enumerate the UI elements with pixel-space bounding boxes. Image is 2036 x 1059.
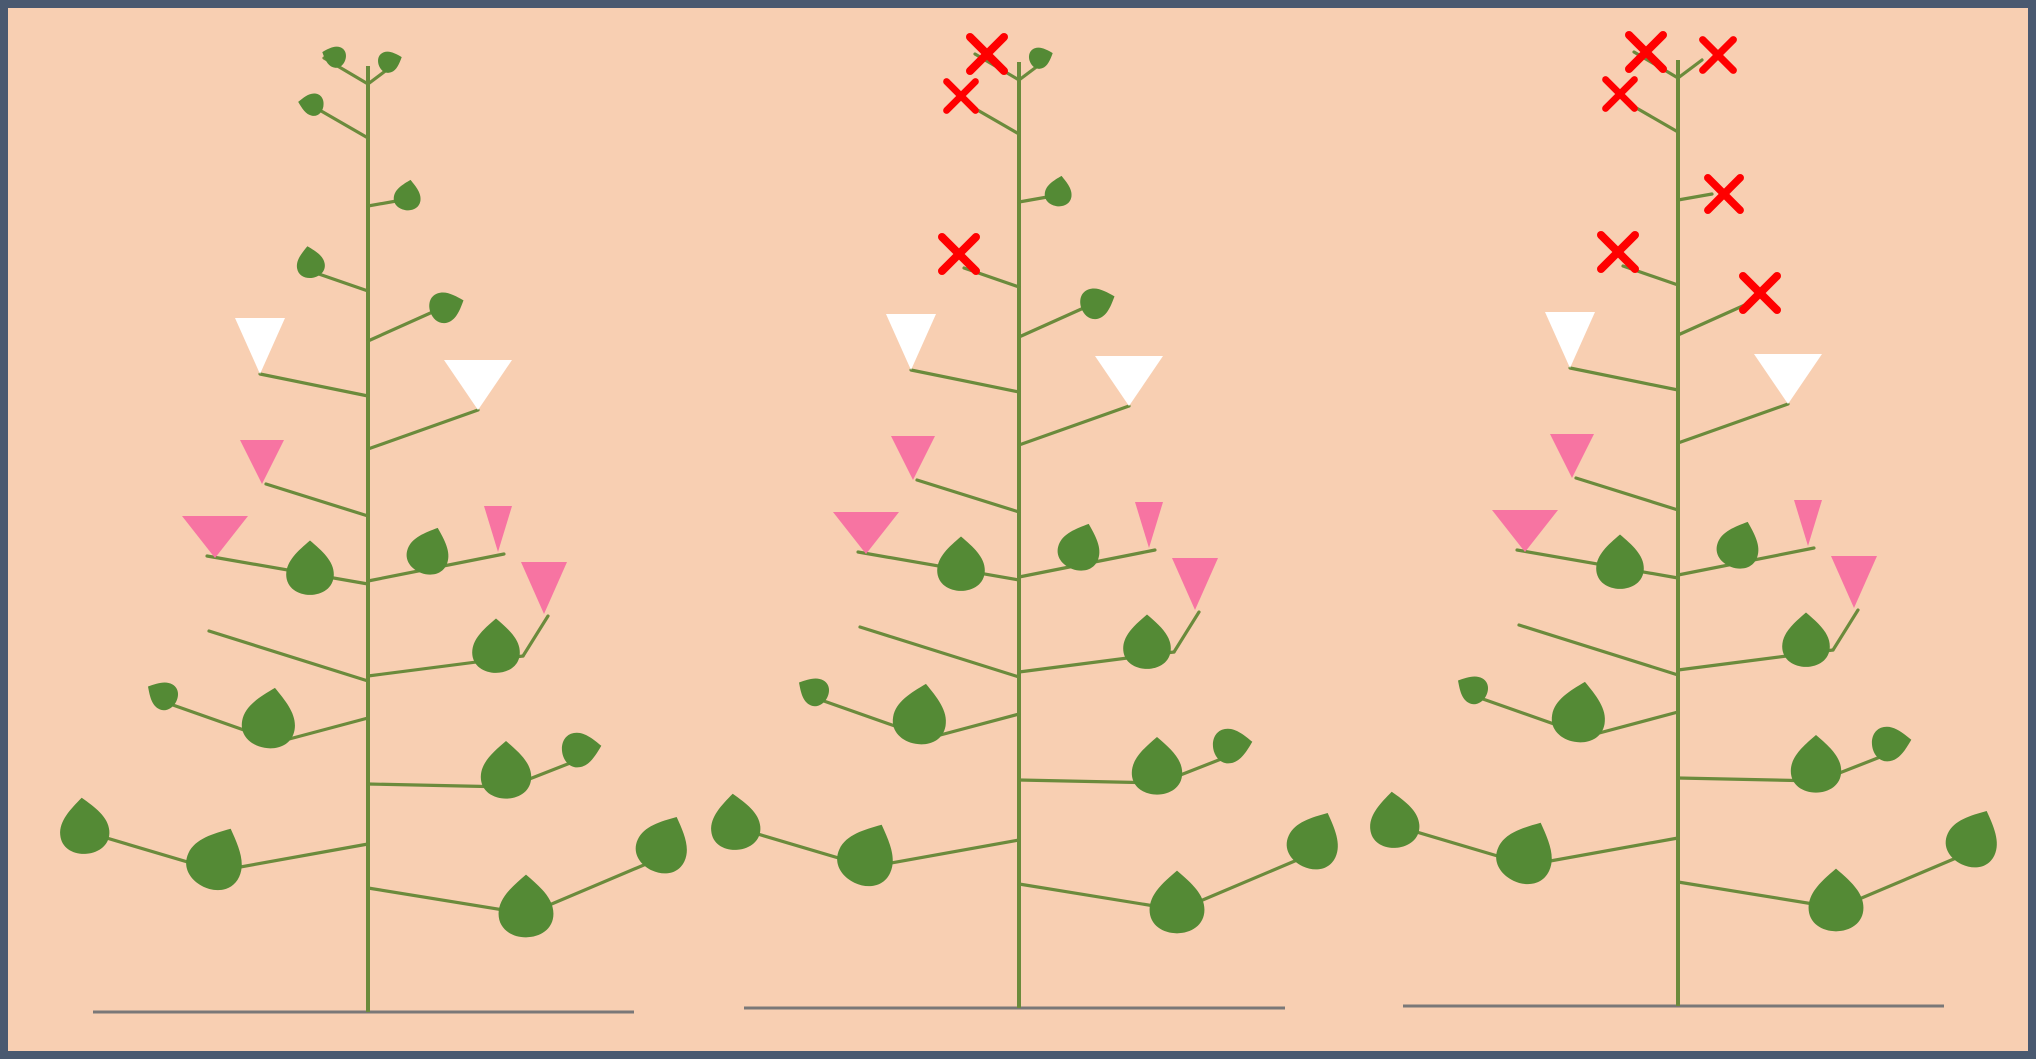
- plant-diagram: [0, 0, 2036, 1059]
- diagram-frame: [0, 0, 2036, 1059]
